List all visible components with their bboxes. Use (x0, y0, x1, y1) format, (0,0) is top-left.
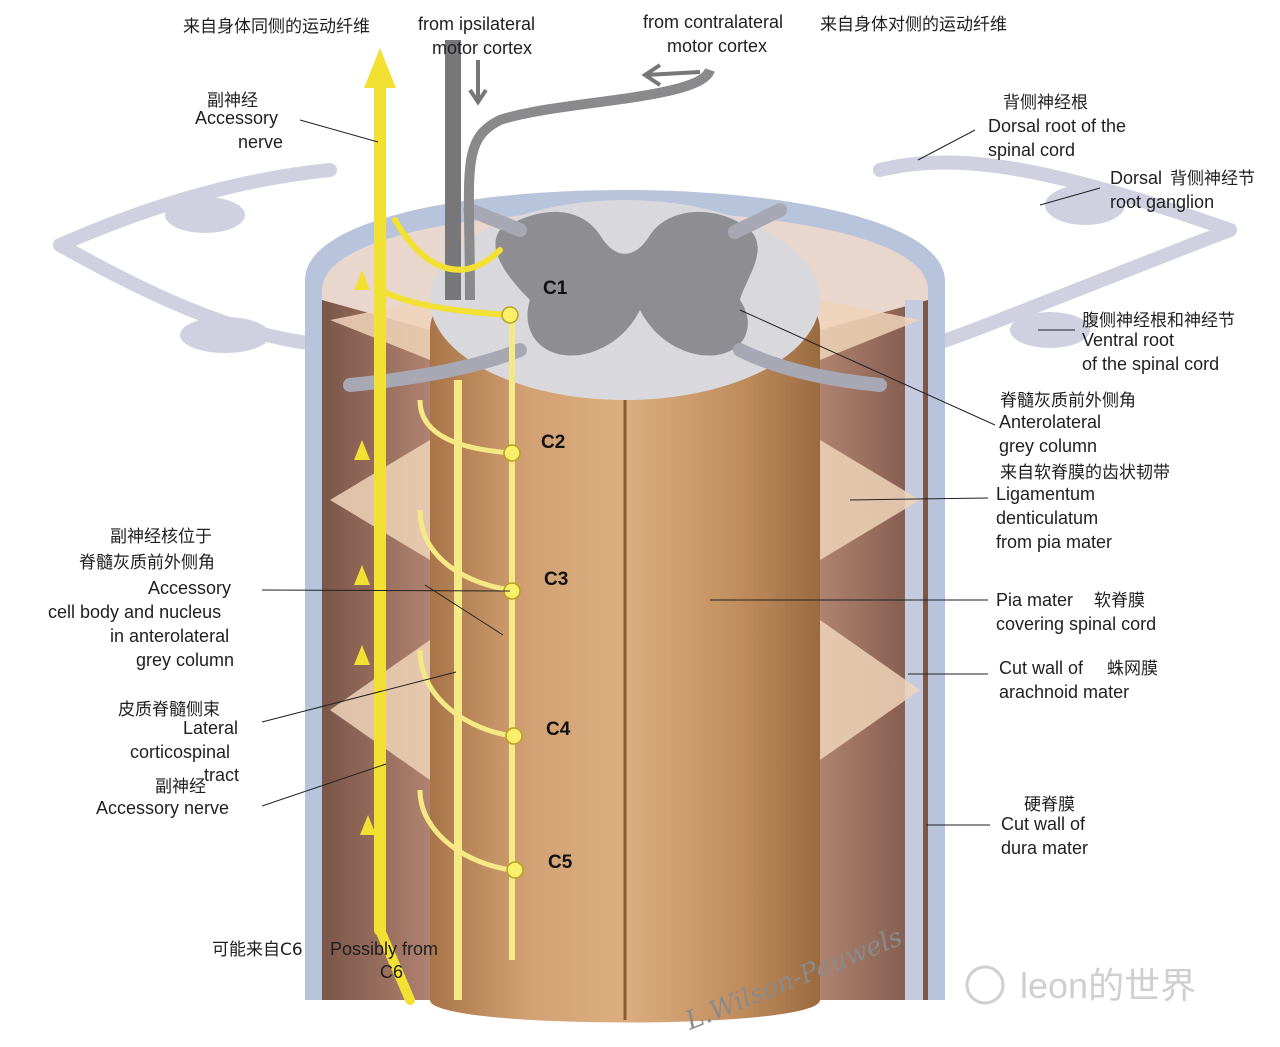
label-dura-zh: 硬脊膜 (1024, 795, 1075, 815)
label-lateral-en-2: corticospinal (130, 742, 230, 762)
label-ventral-zh: 腹侧神经根和神经节 (1082, 311, 1235, 331)
accessory-arrow-top (364, 48, 396, 88)
label-ganglion-en-a: Dorsal (1110, 168, 1162, 188)
label-dorsal-root-en-1: Dorsal root of the (988, 116, 1126, 136)
label-lateral-zh: 皮质脊髓侧束 (118, 700, 220, 720)
watermark-text: leon的世界 (1020, 965, 1196, 1006)
grey-matter (495, 211, 758, 356)
watermark: leon的世界 (965, 965, 1196, 1006)
label-accessory-nerve-zh: 副神经 (207, 91, 258, 111)
label-accessory-nerve-en-2: nerve (238, 132, 283, 152)
label-contralateral-en-2: motor cortex (667, 36, 767, 56)
cross-section-roots (343, 203, 887, 392)
label-anterolateral-en-1: Anterolateral (999, 412, 1101, 432)
segment-label-c4: C4 (546, 719, 571, 740)
label-ventral-en-2: of the spinal cord (1082, 354, 1219, 374)
label-lateral-en-3: tract (204, 765, 239, 785)
label-dorsal-root-zh: 背侧神经根 (1003, 93, 1088, 113)
label-pia-en-a: Pia mater (996, 590, 1073, 610)
arachnoid-strip-right (905, 300, 923, 1000)
label-nucleus-en-2: cell body and nucleus (48, 602, 221, 622)
contralateral-arrow (641, 63, 701, 87)
label-ipsilateral-en-2: motor cortex (432, 38, 532, 58)
segment-label-c2: C2 (541, 432, 565, 453)
label-ganglion-en-b: root ganglion (1110, 192, 1214, 212)
contralateral-tract (463, 67, 715, 301)
label-ligamentum-zh: 来自软脊膜的齿状韧带 (1000, 463, 1170, 483)
label-ligamentum-en-1: Ligamentum (996, 484, 1095, 504)
label-accessory-nerve-en-1: Accessory (195, 108, 278, 128)
label-nucleus-en-4: grey column (136, 650, 234, 670)
label-nucleus-en-3: in anterolateral (110, 626, 229, 646)
label-dura-en-2: dura mater (1001, 838, 1088, 858)
nucleus-dots (501, 306, 524, 879)
label-ligamentum-en-2: denticulatum (996, 508, 1098, 528)
leader-lines (261, 119, 1101, 826)
label-nucleus-zh-2: 脊髓灰质前外侧角 (79, 553, 215, 573)
segment-label-c3: C3 (544, 569, 568, 590)
accessory-nerve-trunk (374, 74, 513, 1005)
label-arachnoid-zh: 蛛网膜 (1107, 659, 1158, 679)
watermark-logo-icon (965, 965, 1005, 1005)
label-pia-zh: 软脊膜 (1094, 591, 1145, 611)
ipsilateral-arrow (468, 60, 488, 106)
label-contralateral-zh: 来自身体对侧的运动纤维 (820, 15, 1007, 35)
label-ventral-en-1: Ventral root (1082, 330, 1174, 350)
label-nucleus-zh-1: 副神经核位于 (110, 527, 212, 547)
label-arachnoid-en-b: arachnoid mater (999, 682, 1129, 702)
label-lateral-en-1: Lateral (183, 718, 238, 738)
segment-label-c5: C5 (548, 852, 573, 873)
label-ganglion-zh: 背侧神经节 (1170, 169, 1255, 189)
label-nucleus-en-1: Accessory (148, 578, 231, 598)
upward-arrows (354, 270, 376, 835)
label-contralateral-en-1: from contralateral (643, 12, 783, 32)
label-ligamentum-en-3: from pia mater (996, 532, 1112, 552)
accessory-rootlets (417, 399, 513, 873)
label-anterolateral-en-2: grey column (999, 436, 1097, 456)
label-accessory2-en: Accessory nerve (96, 798, 229, 818)
label-dorsal-root-en-2: spinal cord (988, 140, 1075, 160)
label-pia-en-b: covering spinal cord (996, 614, 1156, 634)
label-c6-en-2: C6 (380, 962, 403, 982)
label-c6-en-1: Possibly from (330, 939, 438, 959)
label-anterolateral-zh: 脊髓灰质前外侧角 (1000, 391, 1136, 411)
label-ipsilateral-en-1: from ipsilateral (418, 14, 535, 34)
label-ipsilateral-zh: 来自身体同侧的运动纤维 (183, 17, 370, 37)
label-c6-zh: 可能来自C6 (212, 940, 303, 960)
label-accessory2-zh: 副神经 (155, 777, 206, 797)
segment-label-c1: C1 (543, 278, 568, 299)
label-dura-en-1: Cut wall of (1001, 814, 1086, 834)
label-arachnoid-en-a: Cut wall of (999, 658, 1084, 678)
